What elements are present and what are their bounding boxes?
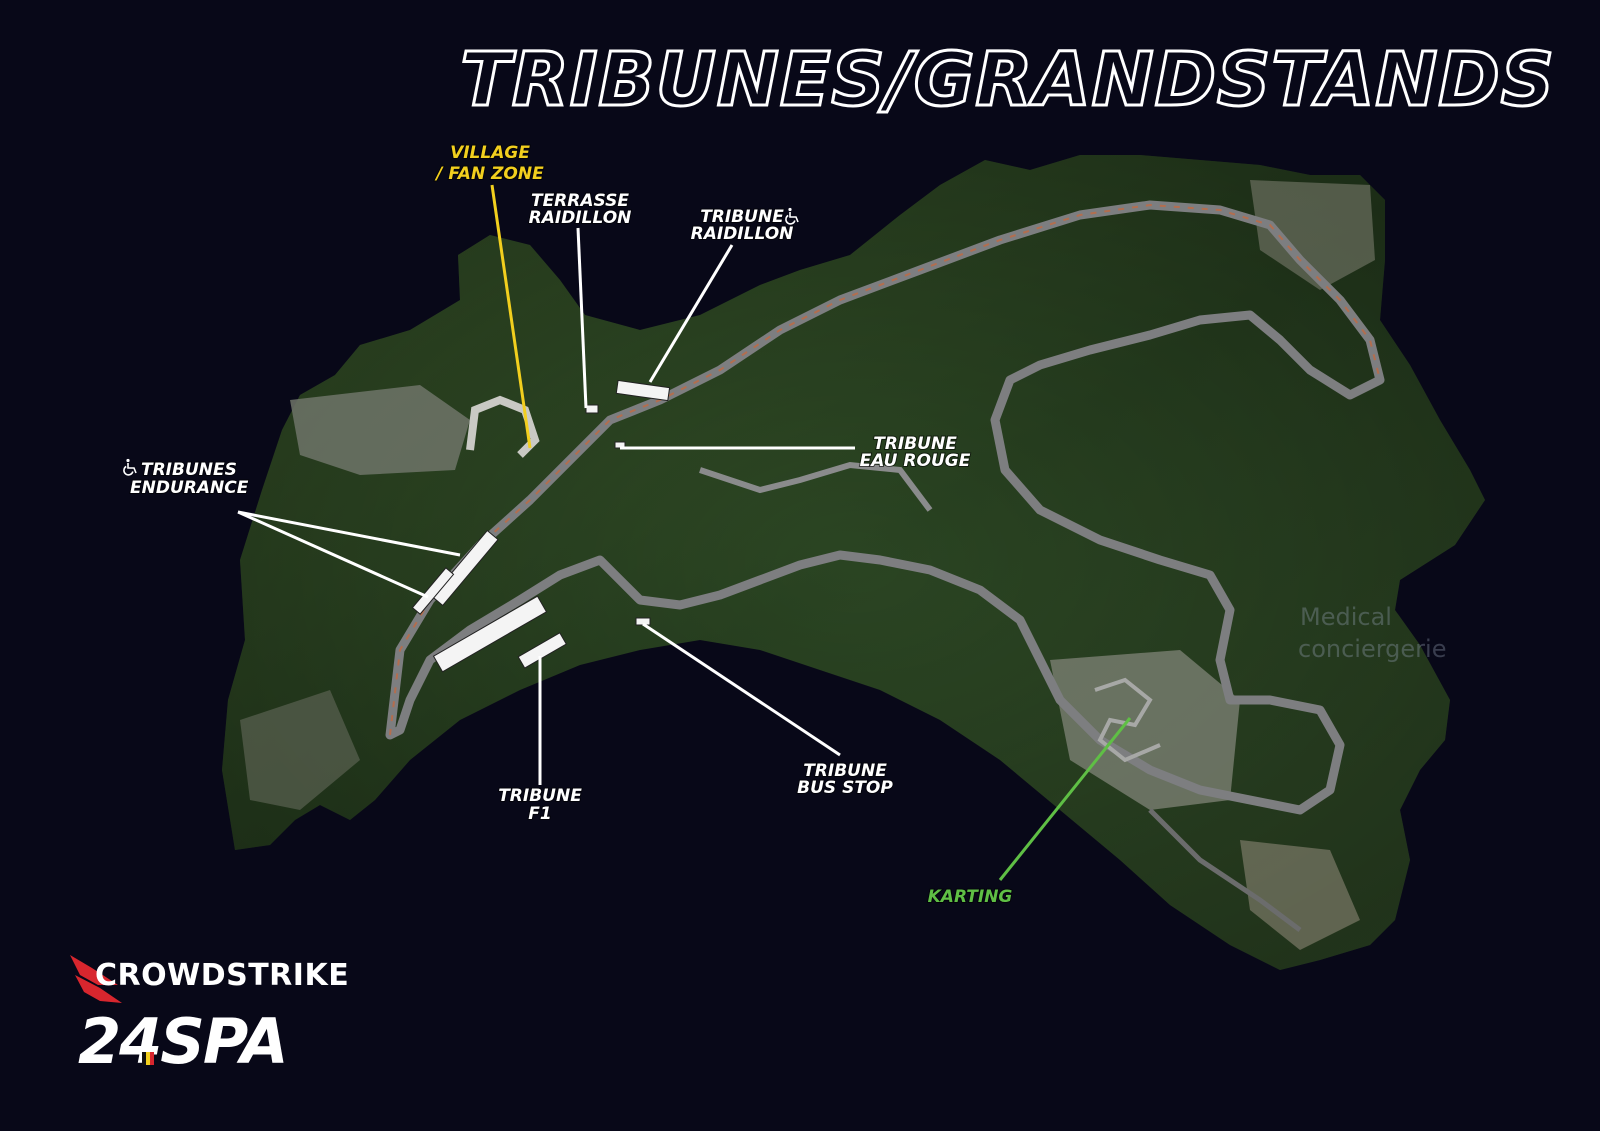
label-tribune-f1-line2: F1 bbox=[528, 804, 551, 824]
flag-black bbox=[142, 1052, 146, 1065]
crowdstrike-logo: CROWDSTRIKE bbox=[70, 955, 349, 1003]
village-loop bbox=[466, 395, 540, 458]
label-terrasse-raidillon: TERRASSE RAIDILLON bbox=[528, 190, 633, 229]
clearing-south bbox=[1240, 840, 1360, 950]
leader-endurance-lower bbox=[237, 510, 429, 599]
label-tribune-eau-rouge-line2: EAU ROUGE bbox=[860, 451, 971, 471]
label-tribune-raidillon-line1: TRIBUNE bbox=[700, 207, 784, 227]
label-tribunes-endurance-line2: ENDURANCE bbox=[130, 478, 249, 498]
event-logo: 24SPA bbox=[78, 1005, 289, 1078]
stand-bus-stop bbox=[635, 617, 651, 626]
leader-karting bbox=[998, 717, 1132, 881]
branding: CROWDSTRIKE 24SPA bbox=[70, 955, 349, 1078]
event-name: 24SPA bbox=[78, 1005, 287, 1078]
leader-lines bbox=[237, 184, 1132, 881]
clearing-east bbox=[1250, 180, 1375, 290]
track-kerb-line bbox=[389, 203, 1381, 736]
label-village-line1: VILLAGE bbox=[450, 143, 530, 163]
label-tribune-eau-rouge: TRIBUNE EAU ROUGE bbox=[859, 433, 972, 472]
ghost-label-conciergerie: conciergerie bbox=[1298, 635, 1446, 663]
leader-village bbox=[490, 184, 532, 449]
label-terrasse-raidillon-line2: RAIDILLON bbox=[529, 208, 632, 228]
falcon-icon bbox=[70, 955, 122, 1003]
leader-bus-stop bbox=[642, 622, 841, 757]
ghost-labels: Medical conciergerie bbox=[1298, 603, 1446, 663]
label-tribune-bus-stop: TRIBUNE BUS STOP bbox=[796, 760, 894, 799]
grandstands bbox=[411, 379, 671, 673]
stand-endurance-upper bbox=[431, 529, 499, 607]
flag-yellow bbox=[146, 1052, 150, 1065]
circuit-track bbox=[385, 200, 1385, 932]
terrain bbox=[222, 155, 1485, 970]
clearing-west bbox=[240, 690, 360, 810]
sponsor-name: CROWDSTRIKE bbox=[95, 958, 349, 993]
karting-track bbox=[1094, 677, 1161, 763]
leader-endurance-upper bbox=[237, 510, 461, 557]
map-labels: VILLAGE / FAN ZONE TERRASSE RAIDILLON TR… bbox=[123, 142, 1446, 908]
ghost-label-medical: Medical bbox=[1300, 603, 1392, 631]
access-road-south bbox=[1148, 808, 1302, 932]
label-tribunes-endurance-line1: TRIBUNES bbox=[141, 460, 237, 480]
label-village-line2: / FAN ZONE bbox=[434, 164, 544, 184]
label-karting: KARTING bbox=[928, 887, 1013, 907]
wheelchair-icon bbox=[123, 458, 137, 476]
stand-f1 bbox=[517, 632, 567, 669]
flag-red bbox=[150, 1052, 154, 1065]
leader-terrasse-raidillon bbox=[576, 227, 588, 409]
wheelchair-icon bbox=[785, 207, 799, 225]
label-tribune-bus-stop-line1: TRIBUNE bbox=[803, 761, 887, 781]
label-tribune-f1: TRIBUNE F1 bbox=[497, 785, 583, 825]
label-tribune-raidillon-line2: RAIDILLON bbox=[691, 224, 794, 244]
label-tribune-eau-rouge-line1: TRIBUNE bbox=[873, 434, 957, 454]
stand-pit-building bbox=[432, 595, 548, 673]
stand-endurance-lower bbox=[411, 567, 455, 615]
label-tribune-bus-stop-line2: BUS STOP bbox=[797, 778, 893, 798]
track-eau-rouge-inner bbox=[699, 461, 933, 512]
label-tribune-raidillon: TRIBUNE RAIDILLON bbox=[690, 206, 799, 245]
stand-raidillon bbox=[615, 379, 671, 402]
leader-tribune-raidillon bbox=[648, 244, 734, 383]
clearing-paddock bbox=[290, 385, 470, 475]
label-terrasse-raidillon-line1: TERRASSE bbox=[531, 191, 629, 211]
stand-terrasse-raidillon bbox=[585, 404, 599, 414]
label-village: VILLAGE / FAN ZONE bbox=[433, 142, 545, 185]
label-tribunes-endurance: TRIBUNES ENDURANCE bbox=[123, 458, 250, 499]
page-title: TRIBUNES/GRANDSTANDS bbox=[460, 37, 1555, 123]
label-tribune-f1-line1: TRIBUNE bbox=[498, 786, 582, 806]
